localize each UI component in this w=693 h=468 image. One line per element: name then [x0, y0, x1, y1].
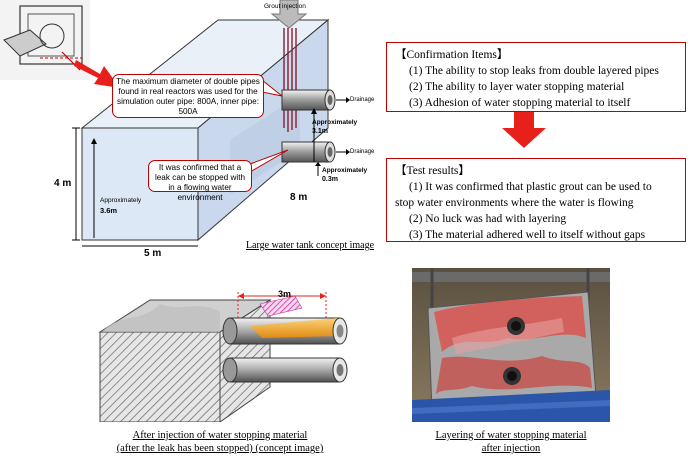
approx-top-value: 3.1m — [312, 128, 328, 135]
grout-injection-label: Grout injection — [264, 3, 306, 10]
injection-caption-line2: (after the leak has been stopped) (conce… — [116, 443, 324, 454]
drainage-top-label: Drainage — [350, 97, 375, 103]
pipes-callout: The maximum diameter of double pipes fou… — [112, 74, 264, 118]
tank-caption: Large water tank concept image — [245, 240, 375, 251]
result-item: (1) It was confirmed that plastic grout … — [409, 181, 652, 193]
photo-caption-line1: Layering of water stopping material — [435, 430, 587, 441]
result-item: (2) No luck was had with layering — [409, 213, 567, 225]
confirmation-item: (2) The ability to layer water stopping … — [409, 81, 625, 93]
confirmation-heading: 【Confirmation Items】 — [395, 49, 509, 61]
confirmation-item: (3) Adhesion of water stopping material … — [409, 97, 631, 109]
confirmation-panel: 【Confirmation Items】 (1) The ability to … — [386, 42, 686, 112]
injection-caption-line1: After injection of water stopping materi… — [132, 430, 308, 441]
result-item-continued: stop water environments where the water … — [395, 197, 634, 209]
confirmation-item: (1) The ability to stop leaks from doubl… — [409, 65, 659, 77]
tank-diagram — [72, 0, 350, 247]
results-panel: 【Test results】 (1) It was confirmed that… — [386, 158, 686, 242]
approx-top-label: Approximately — [312, 119, 358, 126]
height-dimension: 4 m — [54, 178, 72, 189]
layering-photo — [412, 268, 610, 422]
results-heading: 【Test results】 — [395, 165, 470, 177]
injection-dimension-label: 3m — [278, 289, 292, 299]
width-dimension: 5 m — [144, 248, 162, 259]
result-item: (3) The material adhered well to itself … — [409, 229, 646, 241]
leak-callout: It was confirmed that a leak can be stop… — [148, 160, 252, 202]
photo-caption-line2: after injection — [481, 443, 541, 454]
injection-concept-diagram — [98, 292, 348, 422]
pointer-arrow-icon — [74, 60, 120, 88]
depth-dimension: 8 m — [290, 192, 308, 203]
approx-bottom-label: Approximately — [322, 167, 368, 174]
approx-left-value: 3.6m — [100, 206, 118, 215]
down-arrow-icon — [502, 112, 546, 148]
approx-bottom-value: 0.3m — [322, 176, 338, 183]
approx-left-label: Approximately — [100, 197, 142, 204]
drainage-bottom-label: Drainage — [350, 149, 375, 155]
